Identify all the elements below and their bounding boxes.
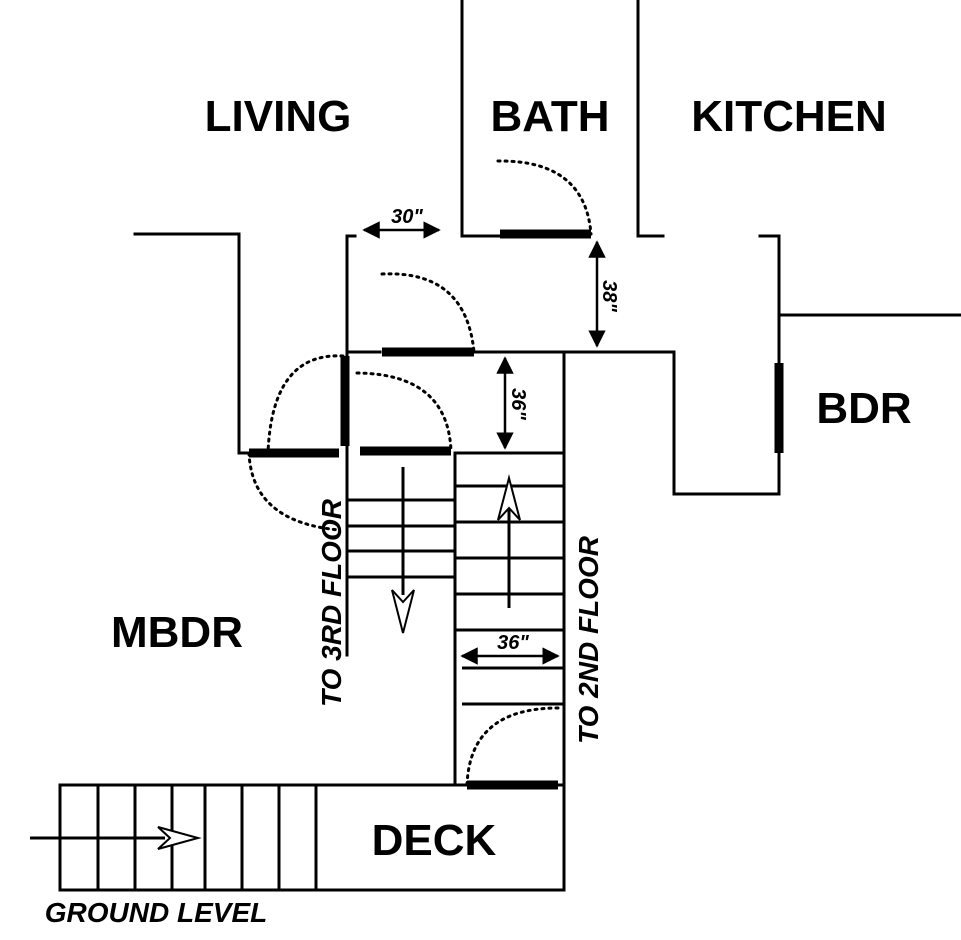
dimension-lines bbox=[362, 221, 606, 665]
room-label-bdr: BDR bbox=[816, 384, 911, 433]
room-label-deck: DECK bbox=[372, 816, 497, 865]
stair-label-second-floor: TO 2ND FLOOR bbox=[573, 535, 604, 744]
dimension-text-38: 38" bbox=[598, 280, 620, 312]
room-label-living: LIVING bbox=[205, 92, 352, 141]
ground-level-label: GROUND LEVEL bbox=[45, 897, 267, 928]
stairs-ground-level bbox=[30, 785, 281, 890]
dimension-text-30: 30" bbox=[391, 206, 423, 228]
room-label-bath: BATH bbox=[491, 92, 610, 141]
stairs-to-second-floor bbox=[455, 474, 564, 706]
doors bbox=[249, 229, 784, 790]
stair-label-third-floor: TO 3RD FLOOR bbox=[316, 498, 347, 707]
door-swings bbox=[247, 159, 593, 787]
stairs-to-third-floor bbox=[347, 467, 455, 634]
dimension-text-36-stair: 36" bbox=[497, 632, 529, 654]
walls bbox=[58, 0, 961, 892]
dimension-text-36-landing: 36" bbox=[507, 388, 529, 420]
room-label-mbdr: MBDR bbox=[111, 608, 243, 657]
room-label-kitchen: KITCHEN bbox=[691, 92, 887, 141]
